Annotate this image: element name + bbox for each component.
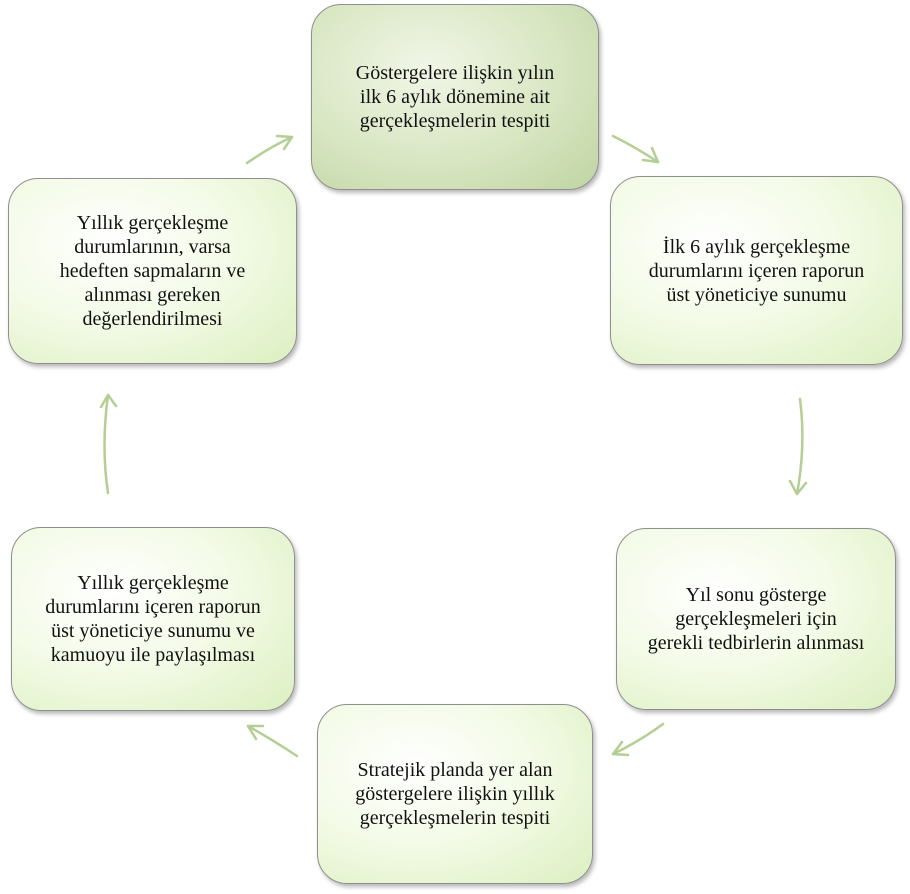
step-3-box: Yıl sonu gösterge gerçekleşmeleri için g… xyxy=(616,528,896,710)
step-4-text: Stratejik planda yer alan göstergelere i… xyxy=(355,759,555,829)
step-1-box: Göstergelere ilişkin yılın ilk 6 aylık d… xyxy=(311,4,599,190)
arrow-4-to-5 xyxy=(246,724,299,758)
arrow-2-to-3 xyxy=(788,397,808,496)
step-4-box: Stratejik planda yer alan göstergelere i… xyxy=(317,704,593,884)
step-6-text: Yıllık gerçekleşme durumlarının, varsa h… xyxy=(59,212,246,330)
step-2-text: İlk 6 aylık gerçekleşme durumlarını içer… xyxy=(648,235,865,306)
step-5-box: Yıllık gerçekleşme durumlarını içeren ra… xyxy=(11,527,295,711)
arrow-3-to-4 xyxy=(611,722,665,757)
arrow-5-to-6 xyxy=(99,393,118,495)
step-6-box: Yıllık gerçekleşme durumlarının, varsa h… xyxy=(8,178,297,364)
step-3-text: Yıl sonu gösterge gerçekleşmeleri için g… xyxy=(647,584,865,654)
arrow-1-to-2 xyxy=(611,134,660,164)
step-1-text: Göstergelere ilişkin yılın ilk 6 aylık d… xyxy=(355,62,555,132)
arrow-6-to-1 xyxy=(245,134,294,165)
step-2-box: İlk 6 aylık gerçekleşme durumlarını içer… xyxy=(610,176,903,365)
step-5-text: Yıllık gerçekleşme durumlarını içeren ra… xyxy=(45,572,261,666)
